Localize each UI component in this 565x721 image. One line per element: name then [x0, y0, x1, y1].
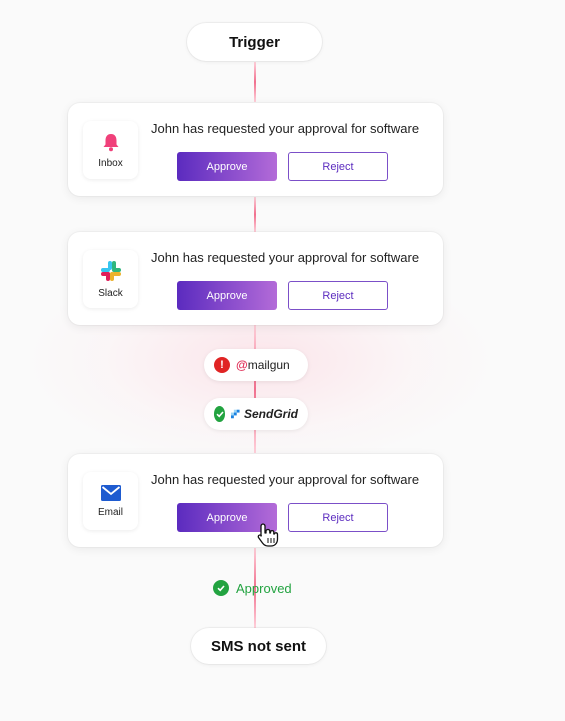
approval-message: John has requested your approval for sof…	[151, 121, 420, 136]
channel-label: Slack	[98, 287, 123, 299]
email-channel: Email	[83, 472, 138, 530]
email-icon	[100, 484, 121, 501]
reject-button[interactable]: Reject	[288, 152, 388, 181]
bell-icon	[103, 133, 118, 151]
approval-message: John has requested your approval for sof…	[151, 250, 420, 265]
trigger-node[interactable]: Trigger	[187, 23, 322, 61]
trigger-label: Trigger	[229, 33, 280, 51]
approve-button[interactable]: Approve	[177, 152, 277, 181]
sendgrid-logo-icon	[231, 409, 240, 419]
slack-icon	[100, 260, 121, 281]
sendgrid-provider-pill: SendGrid	[204, 398, 308, 430]
reject-button[interactable]: Reject	[288, 281, 388, 310]
sms-not-sent-node[interactable]: SMS not sent	[191, 628, 326, 664]
mailgun-logo: @mailgun	[236, 358, 290, 372]
inbox-channel: Inbox	[83, 121, 138, 179]
connector-line	[254, 197, 256, 232]
approved-label: Approved	[236, 580, 292, 596]
check-icon	[213, 580, 229, 596]
connector-line	[254, 62, 256, 102]
check-icon	[214, 406, 226, 422]
channel-label: Inbox	[98, 157, 123, 169]
approval-message: John has requested your approval for sof…	[151, 472, 420, 487]
provider-name: mailgun	[247, 358, 290, 372]
approved-status: Approved	[213, 575, 292, 601]
slack-approval-card: Slack John has requested your approval f…	[68, 232, 443, 325]
inbox-approval-card: Inbox John has requested your approval f…	[68, 103, 443, 196]
mailgun-provider-pill: ! @mailgun	[204, 349, 308, 381]
at-symbol-icon: @	[236, 358, 248, 372]
connector-line	[254, 548, 256, 628]
final-label: SMS not sent	[210, 637, 306, 655]
email-approval-card: Email John has requested your approval f…	[68, 454, 443, 547]
approve-button[interactable]: Approve	[177, 503, 277, 532]
slack-channel: Slack	[83, 250, 138, 308]
reject-button[interactable]: Reject	[288, 503, 388, 532]
channel-label: Email	[97, 506, 123, 518]
approve-button[interactable]: Approve	[177, 281, 277, 310]
connector-line	[254, 325, 256, 453]
error-icon: !	[214, 357, 230, 373]
hand-cursor-icon	[257, 523, 279, 547]
provider-name: SendGrid	[243, 407, 298, 421]
